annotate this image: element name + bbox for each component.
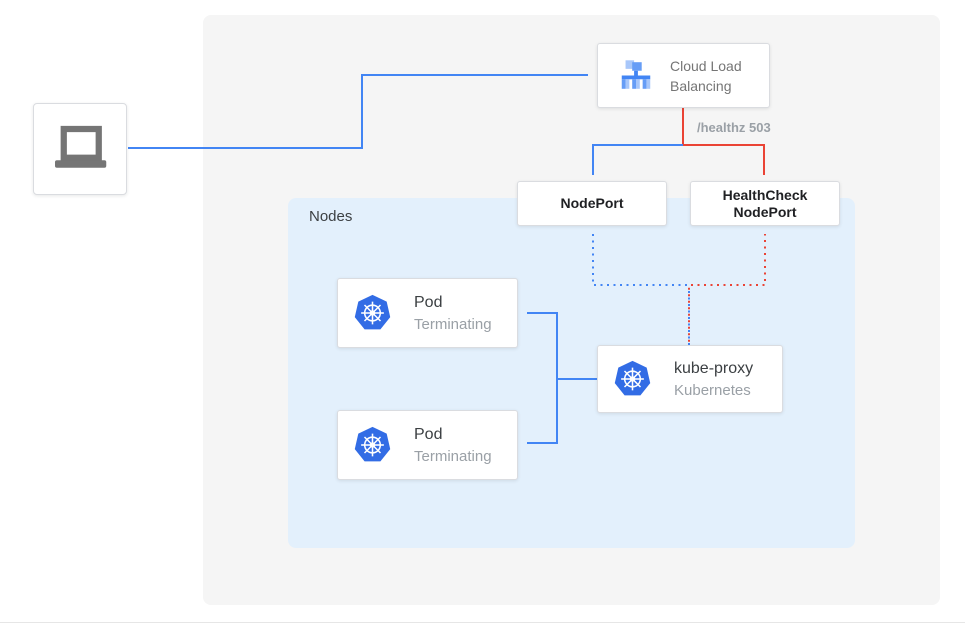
pod-title: Pod — [414, 293, 443, 311]
healthcheck-nodeport-label-line1: HealthCheck — [722, 186, 808, 203]
kube-proxy-labels: kube-proxy Kubernetes — [674, 358, 753, 401]
kubernetes-icon — [354, 426, 391, 462]
kube-proxy-subtitle: Kubernetes — [674, 381, 751, 399]
pod-title: Pod — [414, 425, 443, 443]
cloud-load-balancing-label: Cloud Load Balancing — [670, 57, 742, 94]
pod-node-2: Pod Terminating — [337, 410, 518, 480]
healthz-status-label: /healthz 503 — [697, 120, 771, 135]
nodes-panel-label: Nodes — [309, 208, 353, 225]
kube-proxy-title: kube-proxy — [674, 359, 754, 377]
healthcheck-nodeport-label-line2: NodePort — [733, 203, 797, 220]
nodeport-label: NodePort — [560, 195, 624, 211]
pod-labels: Pod Terminating — [414, 424, 492, 467]
kubernetes-icon — [354, 294, 391, 330]
client-node — [33, 103, 127, 195]
pod-labels: Pod Terminating — [414, 292, 492, 335]
healthcheck-nodeport-node: HealthCheck NodePort — [690, 181, 840, 226]
kubernetes-icon — [614, 360, 651, 396]
laptop-icon — [55, 125, 107, 168]
cloud-load-balancing-node: Cloud Load Balancing — [597, 43, 770, 108]
nodeport-node: NodePort — [517, 181, 667, 226]
pod-status: Terminating — [414, 315, 492, 333]
pod-node-1: Pod Terminating — [337, 278, 518, 348]
kube-proxy-node: kube-proxy Kubernetes — [597, 345, 783, 413]
cloud-load-balancing-icon — [621, 60, 651, 89]
pod-status: Terminating — [414, 447, 492, 465]
